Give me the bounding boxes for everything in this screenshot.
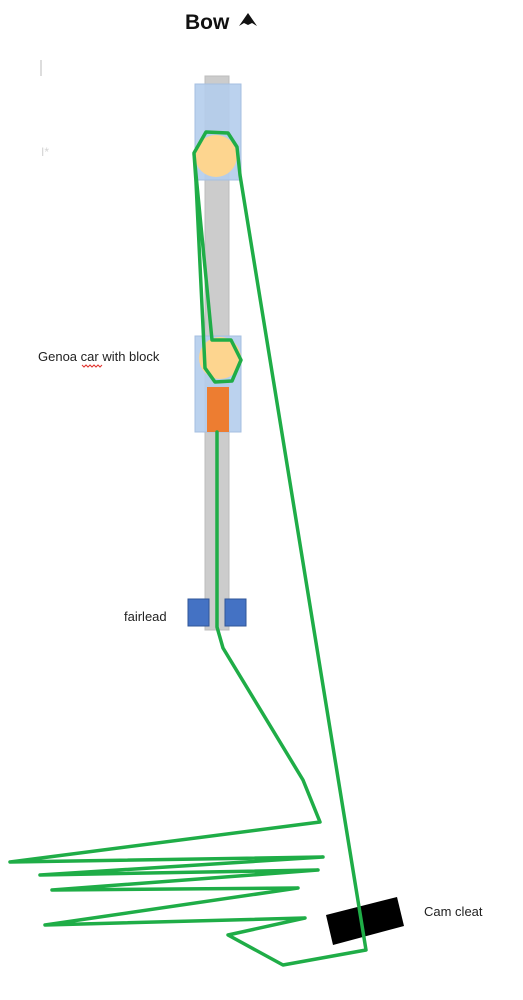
lower-sheave bbox=[199, 337, 241, 379]
fairlead-right-block bbox=[224, 598, 247, 627]
bow-arrow-icon bbox=[239, 13, 257, 26]
upper-sheave bbox=[195, 135, 237, 177]
cam-cleat bbox=[326, 897, 404, 945]
car-stopper bbox=[207, 387, 229, 432]
diagram-title: Bow bbox=[185, 11, 230, 34]
spellcheck-squiggle bbox=[81, 364, 103, 368]
faint-mark: I* bbox=[41, 145, 49, 159]
genoa-car-label: Genoa car with block bbox=[38, 349, 160, 364]
sheet-line bbox=[8, 130, 368, 967]
fairlead-label: fairlead bbox=[124, 609, 167, 624]
cam-cleat-label: Cam cleat bbox=[424, 904, 483, 919]
fairlead-left-block bbox=[187, 598, 210, 627]
